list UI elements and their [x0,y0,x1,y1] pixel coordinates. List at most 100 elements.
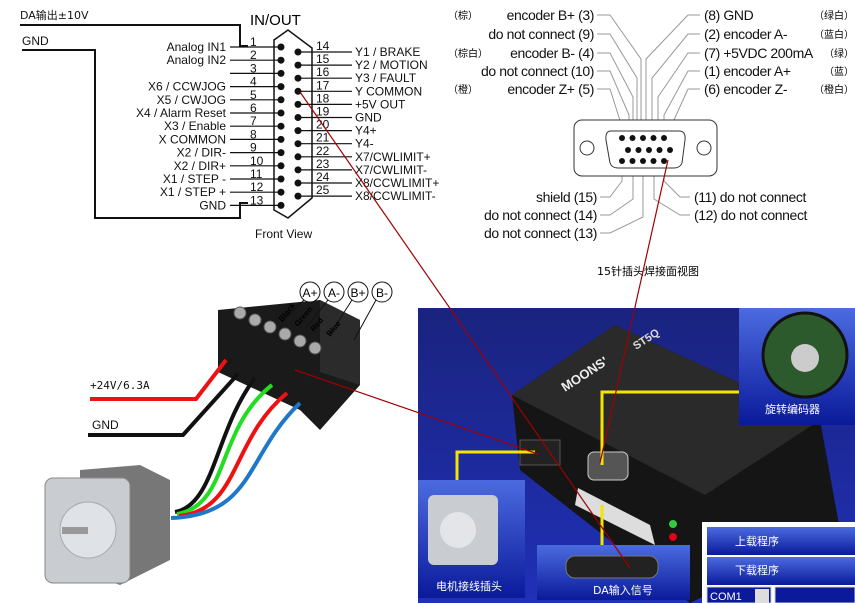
db15-pin [661,135,667,141]
pin-number: 7 [250,114,257,128]
phase-circle [347,281,369,303]
pointer-lines [294,91,669,569]
pin-dot [294,179,302,187]
power-led [669,520,677,528]
pin-number: 18 [316,91,330,105]
status-field [774,586,855,603]
pin-label: Analog IN1 [167,40,227,54]
pin-dot [277,149,285,157]
phase-circle [371,281,393,303]
pin-dot [294,74,302,82]
db15-pin [635,147,642,153]
da-caption: DA输入信号 [593,583,653,597]
encoder-wire [645,14,700,135]
pin-number: 22 [316,144,330,158]
db15-pin [661,158,667,164]
db15-pin [619,158,625,164]
pin-number: 21 [316,131,330,145]
phase-leader [281,299,305,323]
terminal-screw-icon [308,341,322,355]
encoder-pin-label: (6) encoder Z- [704,81,788,97]
terminal-screw-icon [278,327,292,341]
fault-led [669,533,677,541]
pin-number: 9 [250,141,257,155]
terminal-pointer [294,369,539,455]
pin-number: 19 [316,105,330,119]
pin-dot [294,127,302,135]
pin-label: Y2 / MOTION [355,58,428,72]
pin-dot [277,162,285,170]
pin-dot [294,48,302,56]
motor-wire-black [174,376,257,514]
db15-pin [640,158,646,164]
db15-pin [625,147,631,153]
encoder-pin-label: encoder Z+ (5) [507,81,594,97]
motor-gnd-label: GND [92,418,119,432]
terminal-screw-icon [248,313,262,327]
motor-inset: 电机接线插头 [418,480,525,598]
pin-dot [277,188,285,196]
pin-label: X2 / DIR- [177,146,226,160]
pin-dot [294,100,302,108]
phase-leader [353,299,377,341]
power-label: +24V/6.3A [90,379,150,392]
pin-dot [277,175,285,183]
pin-label: X1 / STEP - [163,172,226,186]
db15-pin [646,147,652,153]
upload-label: 上载程序 [735,534,779,548]
download-button[interactable] [707,557,855,585]
terminal-block-side [320,300,360,385]
io-pointer [299,91,631,569]
motor-wire-red [178,391,289,518]
pin-number: 2 [250,48,257,62]
phase-leader [329,299,353,335]
pin-dot [277,122,285,130]
encoder-pin-label: do not connect (14) [484,207,597,223]
pin-dot [294,153,302,161]
ground-wire [88,372,240,437]
pin-label: X3 / Enable [164,119,226,133]
da-inset: DA输入信号 [537,545,690,600]
pin-label: GND [199,198,226,212]
pin-label: Y4+ [355,124,377,138]
pin-label: +5V OUT [355,97,406,111]
phase-label: A+ [302,286,317,300]
encoder-port [587,451,629,481]
pin-label: X1 / STEP + [160,185,226,199]
pin-label: X4 / Alarm Reset [136,106,227,120]
pin-number: 3 [250,61,257,75]
pin-label: GND [355,111,382,125]
pin-label: X8/CCWLIMIT+ [355,176,439,190]
pin-label: X7/CWLIMIT+ [355,150,431,164]
db15-pin [656,147,663,153]
pin-dot [277,135,285,143]
da-output-label: DA输出±10V [20,8,89,22]
pin-label: X COMMON [159,132,226,146]
pin-dot [294,166,302,174]
encoder-connector: encoder B+ (3)（棕）do not connect (9)encod… [448,7,854,278]
upload-button[interactable] [707,527,855,555]
encoder-pin-label: do not connect (10) [481,63,594,79]
encoder-pin-label: (1) encoder A+ [704,63,791,79]
gnd-label: GND [22,34,49,48]
download-label: 下载程序 [735,563,779,577]
db15-pin [667,147,673,153]
motor-wire-green [176,383,274,516]
pin-number: 15 [316,52,330,66]
pin-dot [294,114,302,121]
dropdown-arrow-icon[interactable] [755,589,769,603]
encoder-wire [597,33,638,135]
io-port [575,488,655,545]
software-panel: 上载程序 下载程序 COM1 [702,522,855,603]
pin-number: 5 [250,88,257,102]
com-port-value: COM1 [710,591,742,603]
pin-number: 8 [250,127,257,141]
db25-shell [273,29,313,219]
da-output-wire [20,24,248,47]
io-caption: Front View [255,227,312,241]
motor-callout [455,450,535,490]
driver-photo: MOONS' ST5Q 电机接线插头 DA输入信号 旋转编码器 [418,308,855,603]
pin-dot [277,43,285,51]
encoder-pin-label: do not connect (13) [484,225,597,241]
pin-number: 6 [250,101,257,115]
